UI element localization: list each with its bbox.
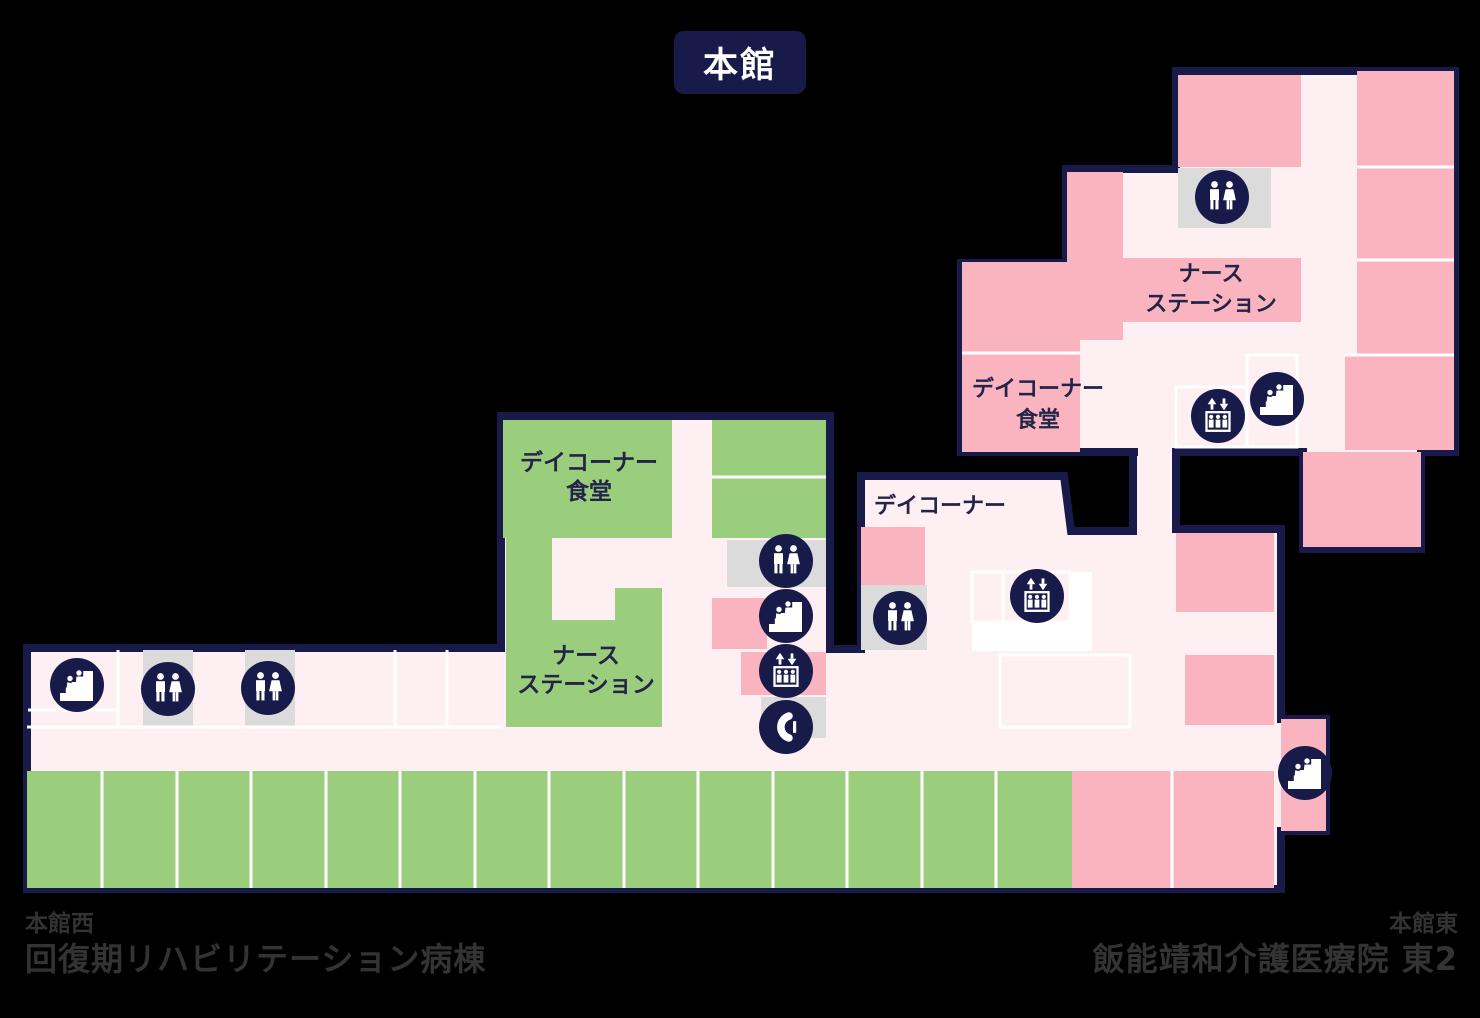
toilet-icon-circle <box>241 661 295 715</box>
caption-east-ward-name: 飯能靖和介護医療院 東2 <box>1092 939 1458 978</box>
toilet-icon <box>759 534 813 588</box>
elevator-icon <box>1191 389 1245 443</box>
center-day-corner-label: デイコーナー <box>874 493 1006 519</box>
west-day-corner-dining-label: デイコーナー食堂 <box>520 449 658 505</box>
room-pink <box>962 354 1080 452</box>
stairs-icon <box>759 589 813 643</box>
toilet-icon-circle <box>141 662 195 716</box>
room-pink <box>1345 355 1454 450</box>
east-day-corner-dining-label: デイコーナー食堂 <box>972 376 1104 433</box>
toilet-icon <box>873 591 927 645</box>
stairs-icon <box>1278 746 1332 800</box>
room-pink <box>1172 771 1274 888</box>
room-pink <box>1357 71 1454 167</box>
east-nurse-station-label: ナースステーション <box>1145 262 1277 317</box>
room-outlined <box>998 653 1132 729</box>
toilet-icon <box>141 662 195 716</box>
caption-east-direction: 本館東 <box>1389 911 1458 937</box>
corridor-junction <box>1138 444 1172 461</box>
room-green <box>552 620 615 727</box>
stairs-icon <box>50 658 104 712</box>
room-green <box>506 531 552 727</box>
caption-east: 本館東 飯能靖和介護医療院 東2 <box>1093 910 1458 979</box>
toilet-icon-circle <box>873 591 927 645</box>
room-pink <box>1357 260 1454 355</box>
room-pink <box>1176 533 1274 612</box>
elevator-icon <box>759 644 813 698</box>
room-green <box>712 420 826 538</box>
room-pink <box>1123 258 1301 322</box>
room-outlined <box>970 570 1005 624</box>
caption-west-direction: 本館西 <box>25 911 94 937</box>
room-pink <box>1185 655 1274 725</box>
stairs-icon <box>1250 372 1304 426</box>
room-pink <box>1072 771 1172 888</box>
room-pink <box>1303 452 1421 547</box>
toilet-icon-circle <box>1195 170 1249 224</box>
room-pink <box>962 262 1080 352</box>
room-pink <box>861 527 925 585</box>
caption-west-ward-name: 回復期リハビリテーション病棟 <box>25 939 487 978</box>
building-title: 本館 <box>702 46 777 86</box>
toilet-icon <box>1195 170 1249 224</box>
room-green <box>503 420 672 538</box>
toilet-icon <box>241 661 295 715</box>
elevator-icon <box>1010 569 1064 623</box>
room-white <box>1070 572 1092 651</box>
room-pink <box>1178 75 1301 167</box>
room-white <box>972 622 1070 651</box>
phone-icon <box>759 700 813 754</box>
caption-west: 本館西 回復期リハビリテーション病棟 <box>25 910 486 979</box>
room-pink <box>712 598 767 649</box>
phone-icon-circle <box>759 700 813 754</box>
west-nurse-station-label: ナースステーション <box>517 643 655 698</box>
room-pink <box>1357 167 1454 260</box>
building-title-badge: 本館 <box>674 31 806 94</box>
room-green <box>615 588 662 727</box>
toilet-icon-circle <box>759 534 813 588</box>
